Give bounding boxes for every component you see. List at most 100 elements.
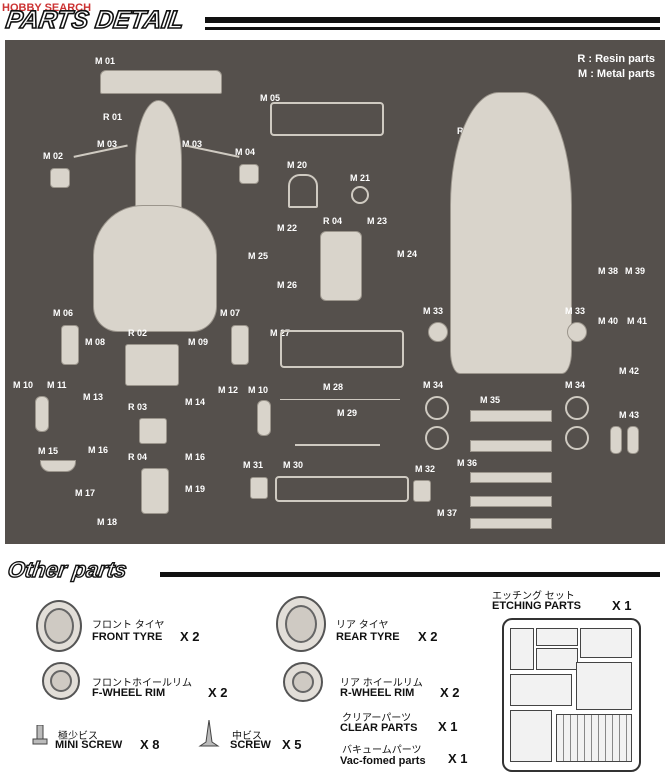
part-m34b: [565, 396, 589, 420]
etching-fret: [502, 618, 641, 772]
other-parts-rule: [160, 572, 660, 577]
label-m17: M 17: [75, 488, 96, 498]
etch-mesh: [556, 714, 632, 762]
part-m30: [275, 476, 409, 502]
label-m04: M 04: [235, 147, 256, 157]
etch-part: [510, 674, 572, 706]
label-m20: M 20: [287, 160, 308, 170]
label-m25: M 25: [248, 251, 269, 261]
etch-part: [536, 648, 578, 670]
etch-part: [576, 662, 632, 710]
label-m11: M 11: [47, 380, 67, 390]
part-m33b: [567, 322, 587, 342]
screw-qty: X 5: [282, 737, 302, 752]
mini-screw-jp: 極少ビス: [58, 731, 98, 742]
part-m35: [470, 410, 552, 422]
etch-part: [580, 628, 632, 658]
part-m43: [610, 426, 622, 454]
label-m12: M 12: [218, 385, 239, 395]
part-m28: [280, 399, 400, 400]
part-m32: [413, 480, 431, 502]
label-m24: M 24: [397, 249, 418, 259]
label-m38: M 38: [598, 266, 619, 276]
part-m04: [239, 164, 259, 184]
front-tyre-inner: [44, 608, 74, 644]
label-m33a: M 33: [423, 306, 444, 316]
f-wheel-rim-jp: フロントホイールリム: [92, 678, 192, 689]
label-m10a: M 10: [13, 380, 34, 390]
label-m21: M 21: [350, 173, 371, 183]
vac-parts-jp: バキュームパーツ: [342, 745, 422, 756]
label-m39: M 39: [625, 266, 646, 276]
mini-screw-qty: X 8: [140, 737, 160, 752]
label-m34a: M 34: [423, 380, 444, 390]
part-m01: [100, 70, 222, 94]
label-r04b: R 04: [128, 452, 148, 462]
part-m36: [470, 472, 552, 483]
watermark: HOBBY SEARCH: [2, 2, 92, 14]
label-m34b: M 34: [565, 380, 586, 390]
parts-panel: R : Resin parts M : Metal parts M 01 R 0…: [5, 40, 665, 544]
label-m03b: M 03: [182, 139, 203, 149]
header-rule: [205, 17, 660, 23]
label-m16b: M 16: [185, 452, 206, 462]
rear-tyre-inner: [285, 605, 317, 643]
label-m33b: M 33: [565, 306, 586, 316]
label-r01: R 01: [103, 112, 123, 122]
part-r03: [139, 418, 167, 444]
etching-jp: エッチング セット: [492, 591, 575, 602]
etching-en: ETCHING PARTS: [492, 600, 582, 612]
f-wheel-rim-qty: X 2: [208, 685, 228, 700]
screw-icon: [198, 720, 220, 747]
part-m34a: [425, 396, 449, 420]
label-m08: M 08: [85, 337, 106, 347]
label-m35: M 35: [480, 395, 501, 405]
front-tyre-qty: X 2: [180, 629, 200, 644]
legend-resin: R : Resin parts: [577, 53, 655, 65]
screw-en: SCREW: [230, 739, 271, 751]
part-m34b-2: [565, 426, 589, 450]
rear-tyre-jp: リア タイヤ: [336, 620, 389, 631]
part-m21: [351, 186, 369, 204]
label-m28: M 28: [323, 382, 344, 392]
part-m10a: [35, 396, 49, 432]
part-m03a: [73, 144, 132, 176]
label-m22: M 22: [277, 223, 298, 233]
label-m14: M 14: [185, 397, 206, 407]
etch-part: [510, 628, 534, 670]
label-m29: M 29: [337, 408, 358, 418]
legend: R : Resin parts M : Metal parts: [577, 52, 655, 82]
r-wheel-rim-qty: X 2: [440, 685, 460, 700]
part-m36-2: [470, 496, 552, 507]
screw-jp: 中ビス: [232, 731, 262, 742]
label-m37: M 37: [437, 508, 458, 518]
part-r02-engine: [125, 344, 179, 386]
label-m23: M 23: [367, 216, 388, 226]
part-r05-floor: [450, 92, 572, 374]
r-wheel-rim-en: R-WHEEL RIM: [340, 687, 415, 699]
clear-parts-qty: X 1: [438, 719, 458, 734]
label-r02: R 02: [128, 328, 148, 338]
rear-tyre-en: REAR TYRE: [336, 631, 400, 643]
label-m41: M 41: [627, 316, 648, 326]
part-m35-2: [470, 440, 552, 452]
part-m10b: [257, 400, 271, 436]
label-m40: M 40: [598, 316, 619, 326]
label-m26: M 26: [277, 280, 298, 290]
r-wheel-rim-inner: [292, 671, 314, 693]
label-m03a: M 03: [97, 139, 118, 149]
label-m18: M 18: [97, 517, 118, 527]
mini-screw-en: MINI SCREW: [55, 739, 123, 751]
vac-parts-en: Vac-fomed parts: [340, 755, 426, 767]
part-r01-body: [93, 205, 217, 332]
etching-qty: X 1: [612, 598, 632, 613]
label-m05: M 05: [260, 93, 281, 103]
clear-parts-en: CLEAR PARTS: [340, 722, 418, 734]
label-m43: M 43: [619, 410, 640, 420]
f-wheel-rim-inner: [50, 670, 72, 692]
front-tyre-en: FRONT TYRE: [92, 631, 163, 643]
label-m19: M 19: [185, 484, 206, 494]
label-m09: M 09: [188, 337, 209, 347]
label-m16a: M 16: [88, 445, 109, 455]
page-title: PARTS DETAIL: [3, 5, 186, 35]
